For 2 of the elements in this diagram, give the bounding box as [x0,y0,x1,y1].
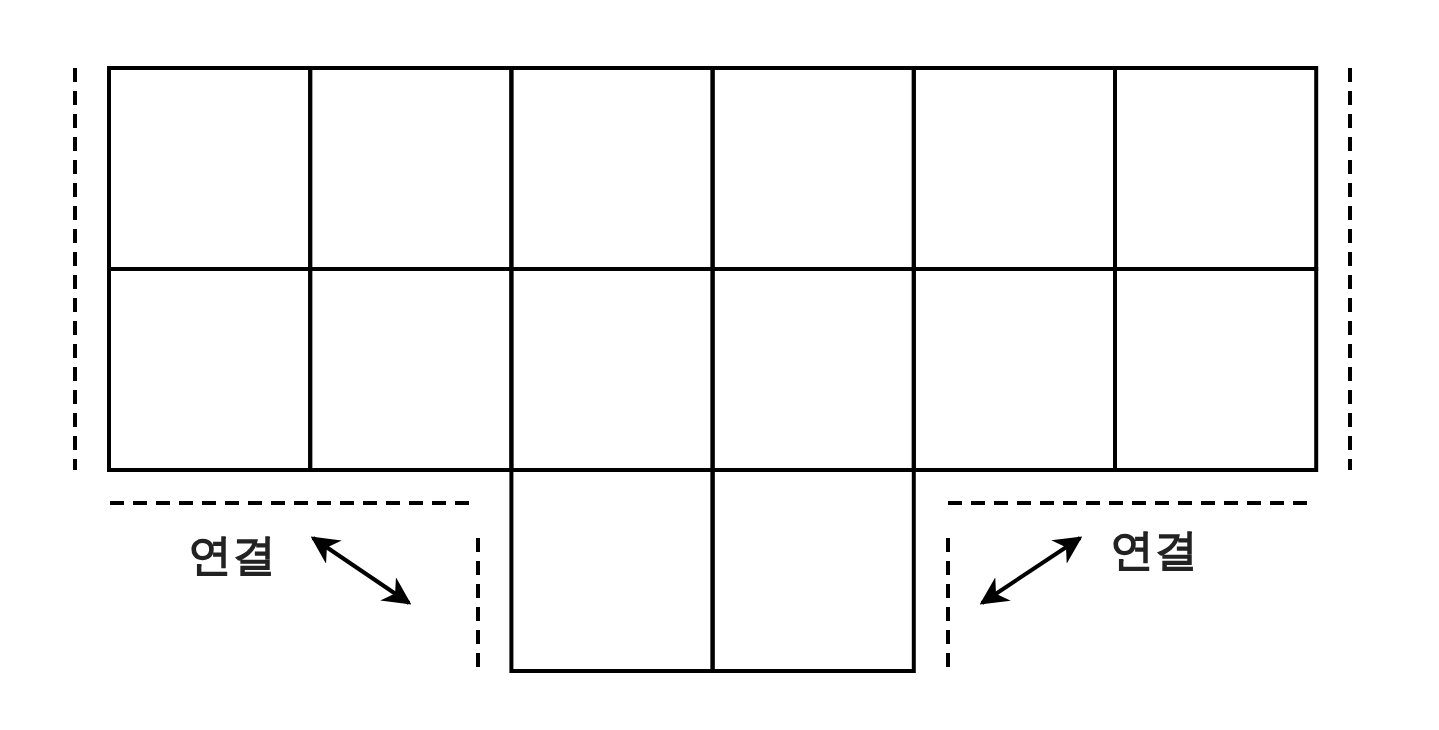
connection-label: 연결 [1110,525,1198,575]
connection-label: 연결 [188,530,276,580]
